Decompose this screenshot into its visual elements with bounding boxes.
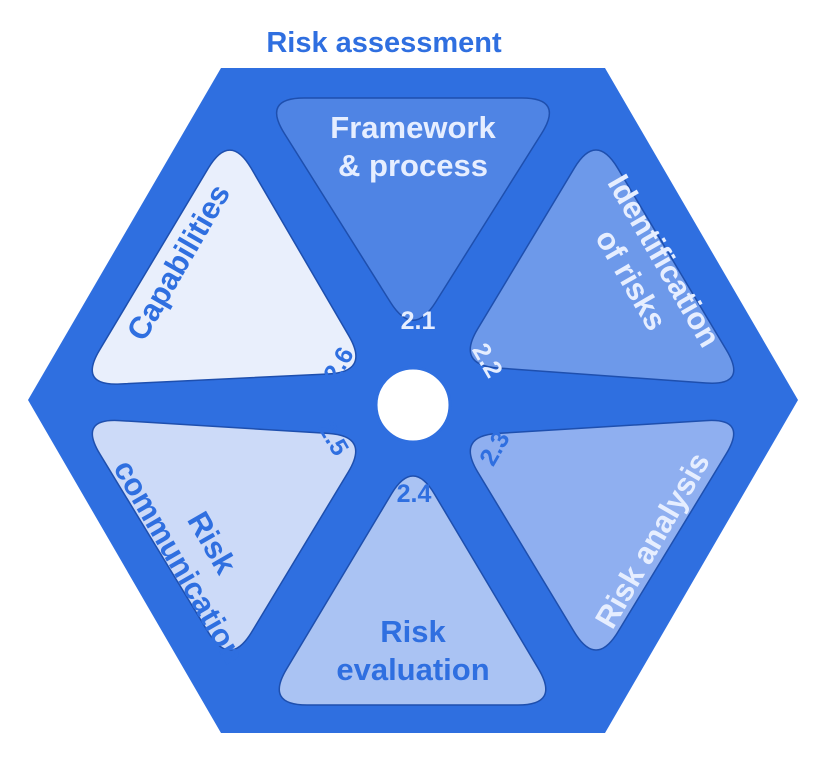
segment-label-line: Framework (330, 110, 496, 145)
segment-2-1: Framework& process 2.1 (275, 97, 551, 335)
segment-shape (278, 475, 547, 706)
segment-shape (91, 149, 357, 385)
segment-number: 2.4 (397, 480, 432, 508)
segment-shape (91, 419, 357, 651)
segment-label-line: & process (338, 148, 488, 183)
segment-label: Framework& process (330, 110, 496, 183)
segment-shape (469, 419, 735, 651)
diagram-title: Risk assessment (266, 27, 502, 59)
segment-label-line: evaluation (336, 652, 489, 687)
segment-shape (275, 97, 551, 321)
segment-number: 2.1 (401, 307, 436, 335)
center-hub (374, 366, 452, 444)
segment-shape (469, 149, 735, 384)
segment-label-line: Risk (380, 614, 446, 649)
segments-group: Framework& process 2.1 Identificationof ri… (91, 97, 735, 706)
